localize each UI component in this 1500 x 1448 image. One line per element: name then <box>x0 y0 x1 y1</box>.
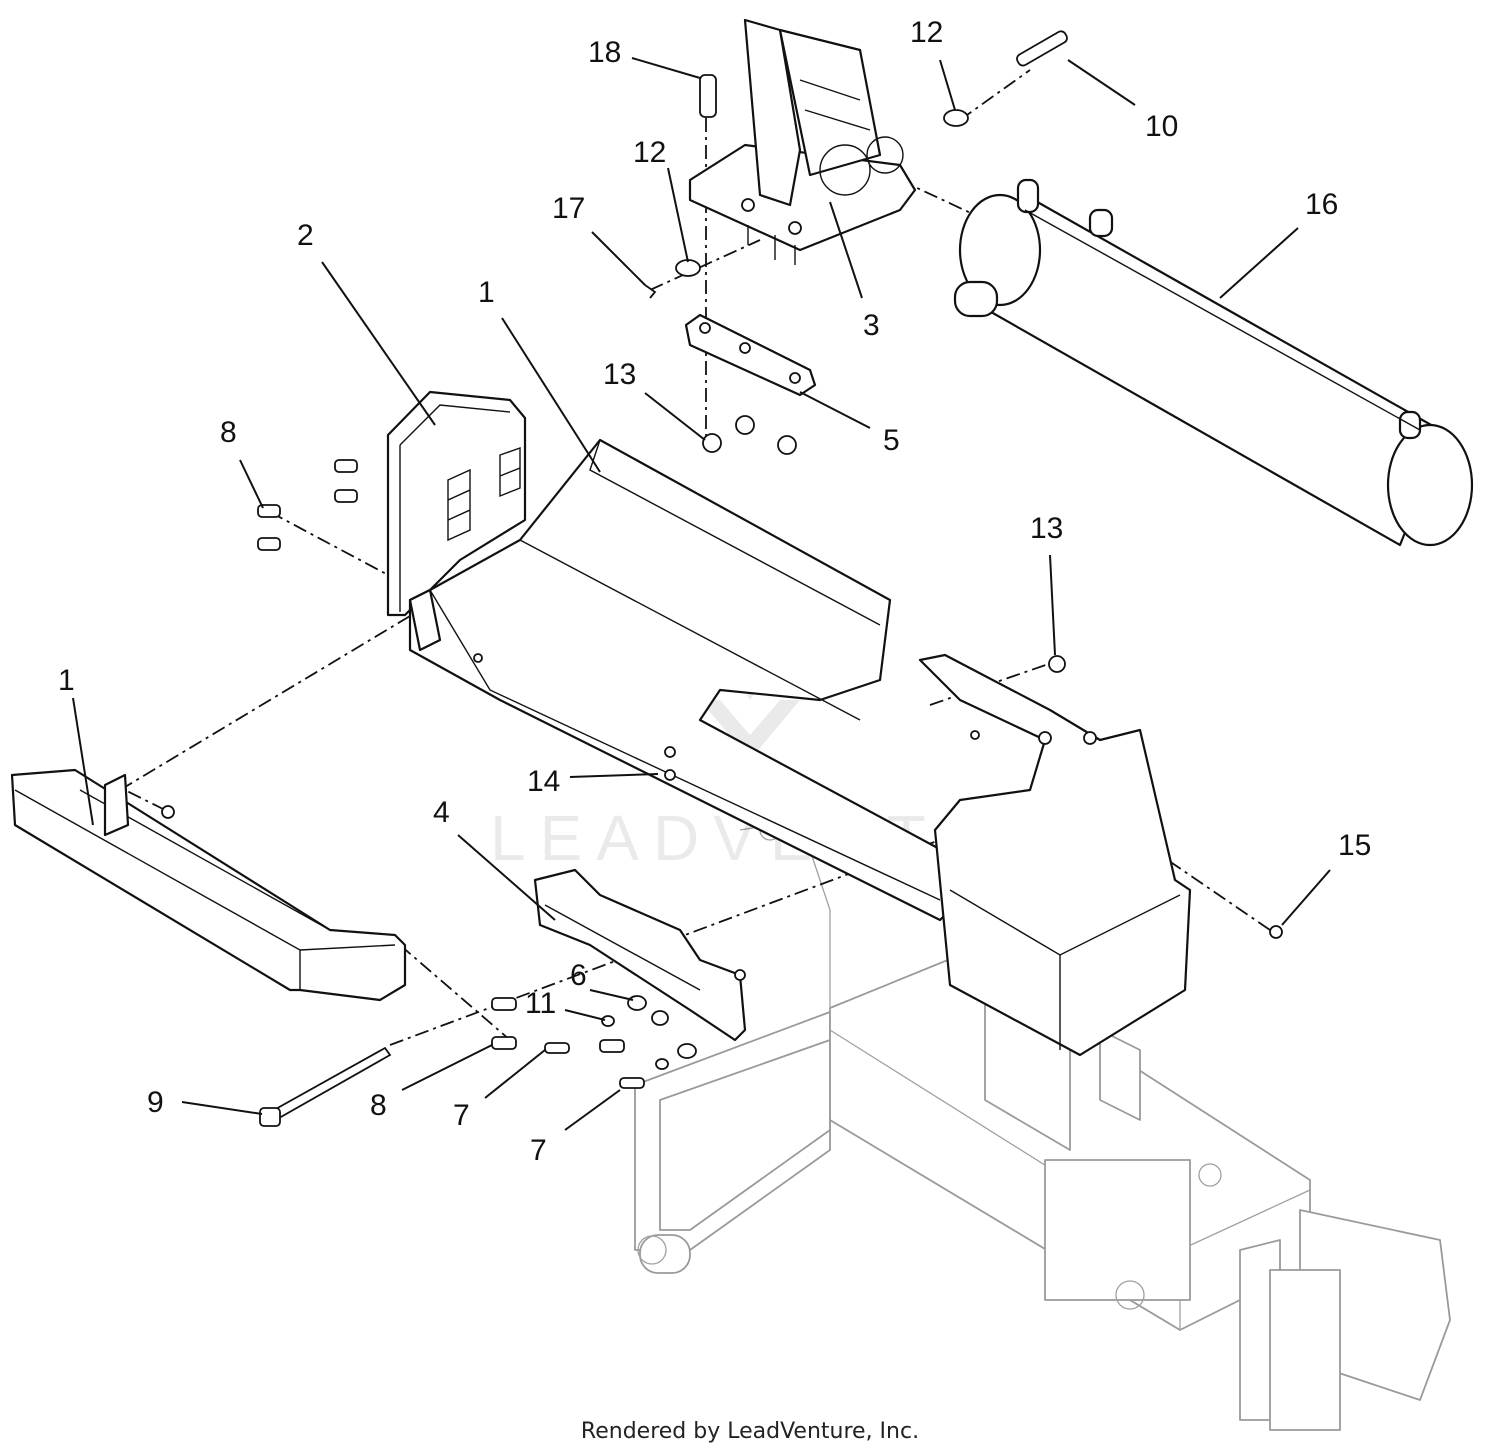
callout-15: 15 <box>1338 829 1371 862</box>
callout-7: 7 <box>530 1134 547 1167</box>
part-1-main-beam <box>408 438 962 922</box>
callout-9: 9 <box>147 1086 164 1119</box>
right-cradle-bracket <box>918 653 1192 1057</box>
leader-lines <box>72 57 1331 1131</box>
callout-10: 10 <box>1145 110 1178 143</box>
callout-13: 13 <box>603 358 636 391</box>
callout-12: 12 <box>633 136 666 169</box>
callout-14: 14 <box>527 765 560 798</box>
part-2-end-plate <box>386 390 527 617</box>
callout-8: 8 <box>370 1089 387 1122</box>
callout-8: 8 <box>220 416 237 449</box>
part-4-bracket <box>533 868 747 1042</box>
callout-18: 18 <box>588 36 621 69</box>
callout-1: 1 <box>58 664 75 697</box>
part-16-hydraulic-cylinder <box>953 178 1474 547</box>
callout-17: 17 <box>552 192 585 225</box>
callout-12: 12 <box>910 16 943 49</box>
callout-13: 13 <box>1030 512 1063 545</box>
callout-numbers: 18 12 10 12 16 17 2 1 3 13 5 8 13 1 14 4… <box>58 16 1371 1167</box>
callout-5: 5 <box>883 424 900 457</box>
part-1-left-beam <box>10 768 407 1002</box>
part-5-link-plate <box>684 313 817 397</box>
callout-1: 1 <box>478 276 495 309</box>
callout-7: 7 <box>453 1099 470 1132</box>
rendered-by-credit: Rendered by LeadVenture, Inc. <box>581 1419 919 1444</box>
callout-4: 4 <box>433 796 450 829</box>
hardware <box>257 30 1283 1127</box>
callout-16: 16 <box>1305 188 1338 221</box>
callout-2: 2 <box>297 219 314 252</box>
wedge-teeth <box>447 447 521 542</box>
part-3-valve-mount <box>688 18 917 265</box>
callout-6: 6 <box>570 959 587 992</box>
callout-3: 3 <box>863 309 880 342</box>
callout-11: 11 <box>525 987 556 1020</box>
